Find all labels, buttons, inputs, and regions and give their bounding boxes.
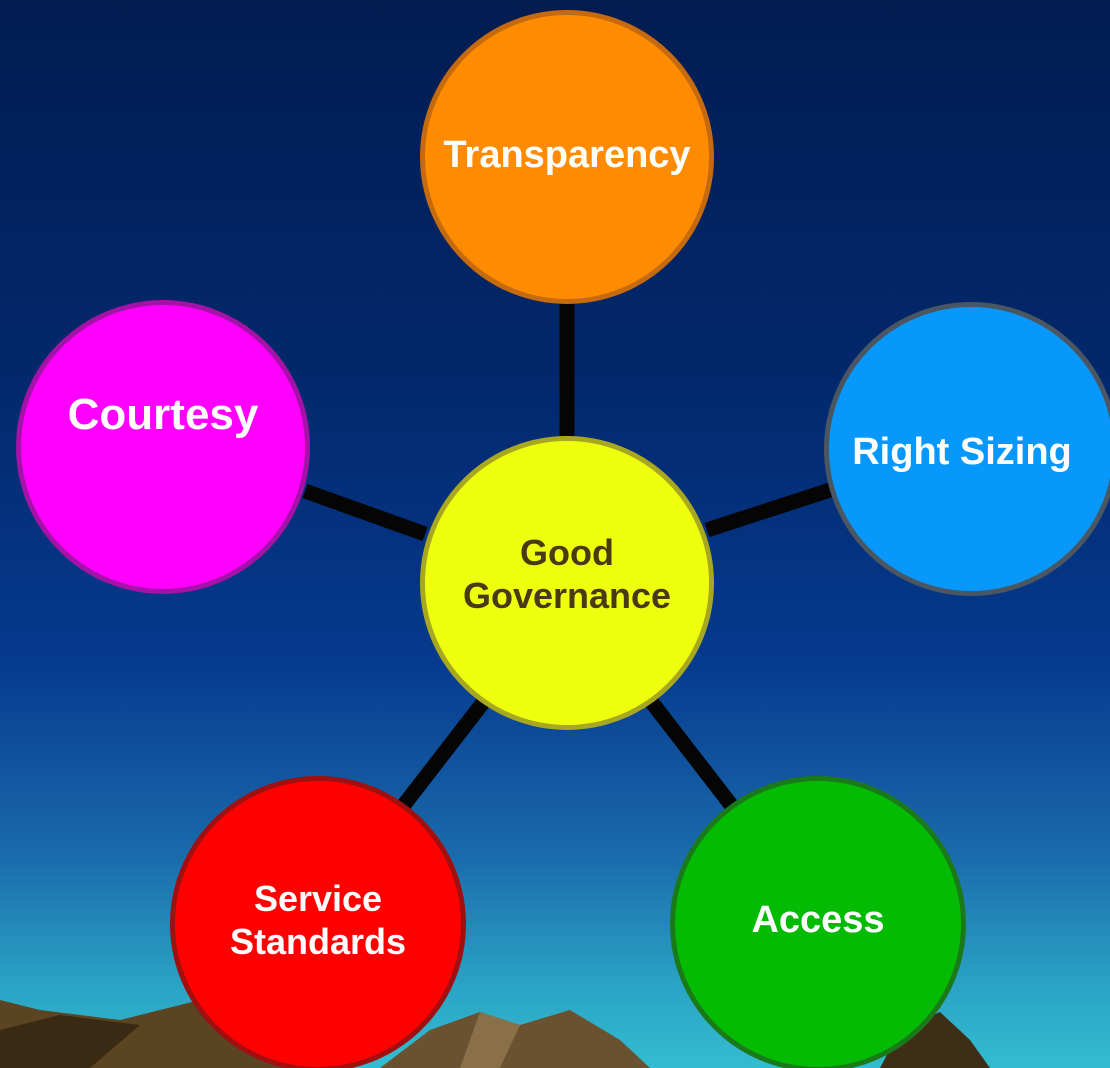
mountain-right	[880, 1012, 990, 1068]
node-good-governance: Good Governance	[420, 436, 714, 730]
node-transparency: Transparency	[420, 10, 714, 304]
connector-access	[644, 695, 741, 815]
mountain-mid-highlight	[460, 1012, 520, 1068]
node-label-good-governance: Good Governance	[462, 531, 672, 616]
node-right-sizing: Right Sizing	[824, 302, 1110, 596]
node-access: Access	[670, 776, 966, 1068]
connector-service-standards	[394, 695, 491, 815]
node-label-right-sizing: Right Sizing	[852, 431, 1072, 474]
node-label-access: Access	[751, 899, 885, 942]
connector-courtesy	[302, 483, 428, 542]
node-label-service-standards: Service Standards	[229, 877, 407, 962]
mountain-mid	[380, 1010, 650, 1068]
node-label-courtesy: Courtesy	[67, 389, 259, 439]
node-courtesy: Courtesy	[16, 300, 310, 594]
node-label-transparency: Transparency	[443, 134, 691, 177]
connectors	[302, 300, 833, 815]
connector-right-sizing	[704, 482, 833, 538]
node-service-standards: Service Standards	[170, 776, 466, 1068]
mountain-left-shadow	[0, 1015, 140, 1068]
